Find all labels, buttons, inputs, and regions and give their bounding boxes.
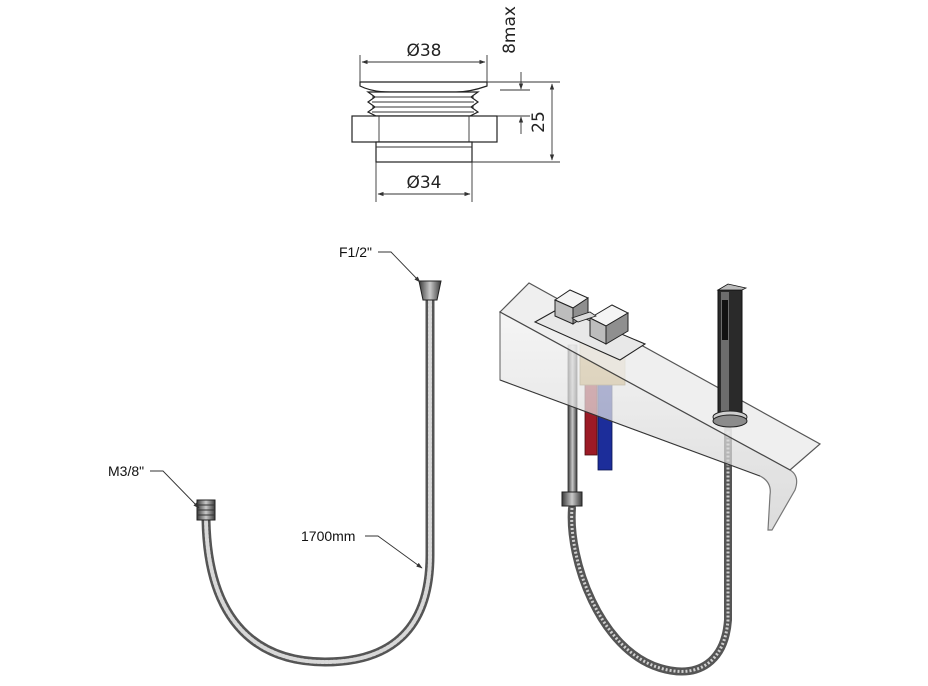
assembly-hose (567, 426, 732, 676)
bath-mixer-assembly (499, 282, 822, 676)
drain-cap (359, 81, 488, 93)
hand-shower (712, 283, 748, 428)
dim-max: 8max (500, 6, 520, 54)
dim-top-diameter: Ø38 (406, 41, 441, 61)
label-f-half-inch: F1/2" (339, 244, 372, 260)
dim-bottom-diameter: Ø34 (406, 173, 441, 193)
drain-body (375, 141, 473, 163)
hose-drawing: F1/2" M3/8" 1700mm (108, 244, 442, 667)
drain-nut (351, 115, 498, 143)
drain-dimension-drawing: Ø38 Ø34 25 8max (351, 6, 560, 202)
mixer-handle-right (571, 304, 630, 345)
shower-hose (201, 295, 435, 667)
rod-nut (561, 491, 583, 507)
deck-panel-front (499, 310, 798, 531)
label-m-three-eighths: M3/8" (108, 463, 144, 479)
hose-fitting-top (418, 280, 442, 301)
label-hose-length: 1700mm (301, 528, 355, 544)
dim-height: 25 (529, 111, 549, 133)
